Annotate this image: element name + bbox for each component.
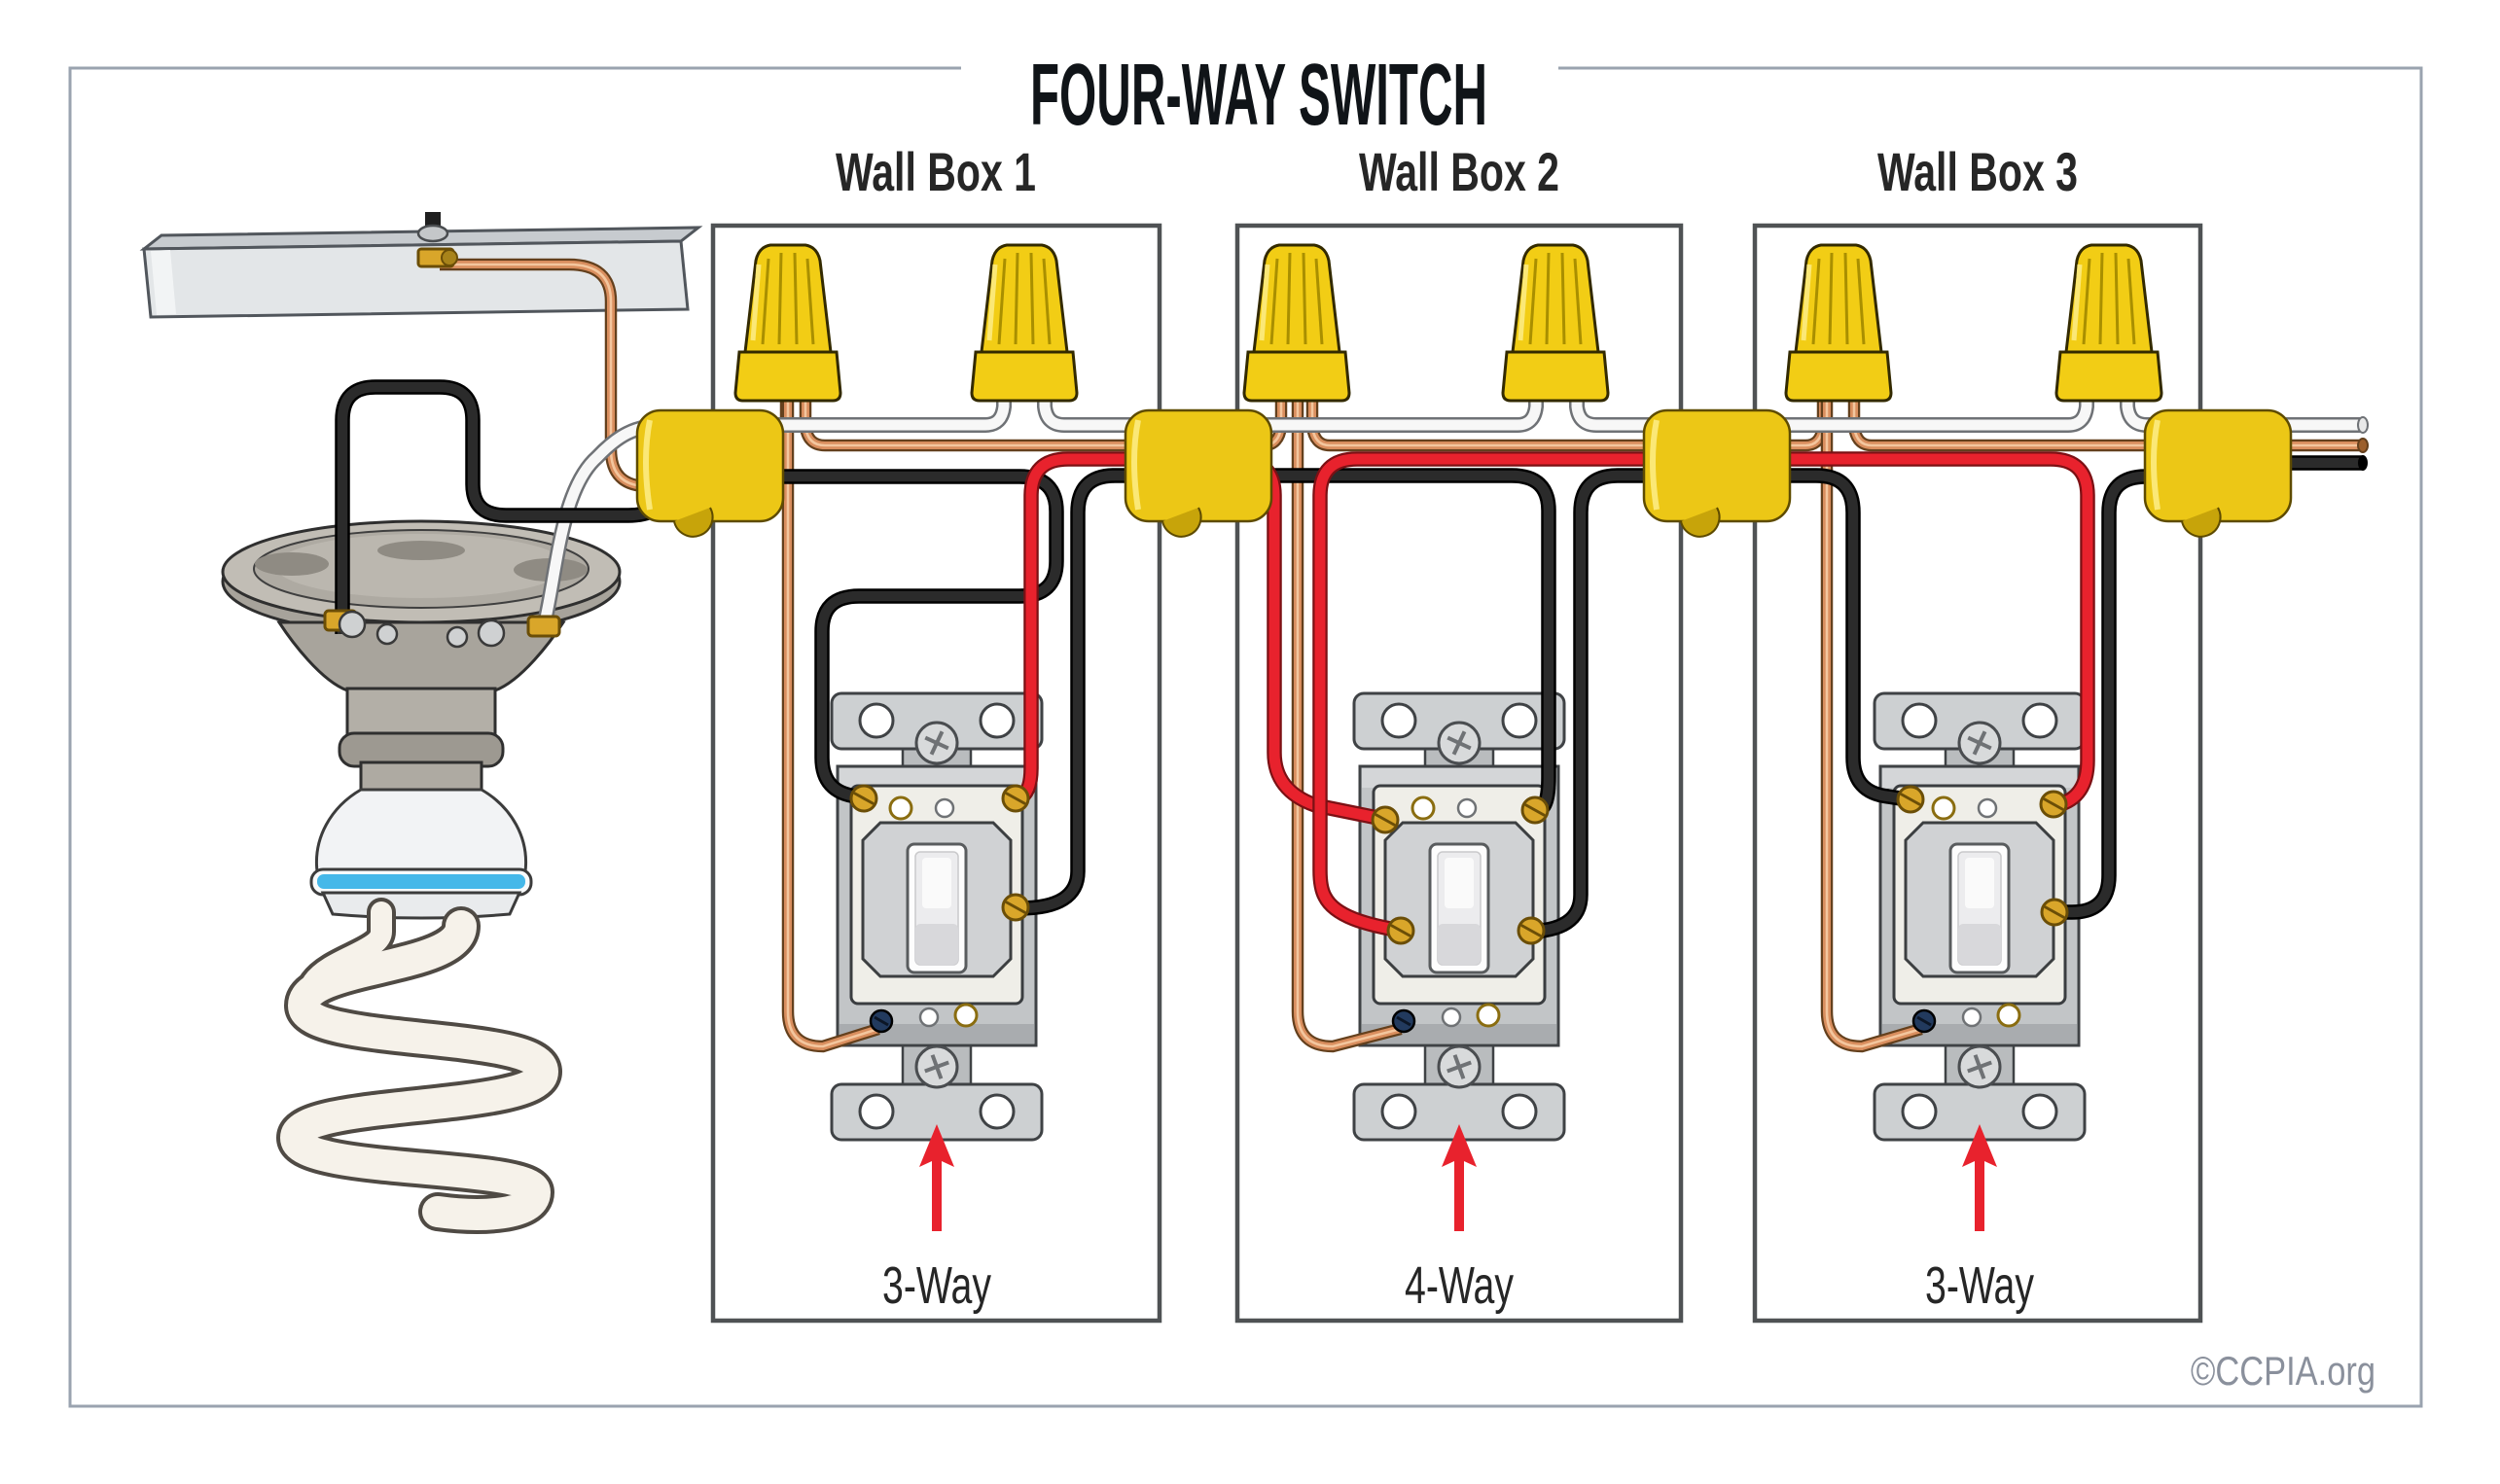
cable-clamp [2143,408,2293,538]
wire-nuts [733,243,2163,403]
supply-cable-cut-ends [2357,416,2369,471]
cfl-spiral-tube [275,898,563,1234]
socket-cylinder [345,687,497,741]
brass-terminal-screw [849,784,2069,945]
title-gap-mask [961,45,1558,91]
socket-collar [359,760,483,794]
wire-nut-ground-3 [1784,243,1893,403]
bracket-bolt [425,212,441,228]
bracket-ground-terminal [416,247,458,268]
up-arrow-icon [1442,1124,1477,1231]
switch-3-type-label: 3-Way [1925,1256,2034,1315]
wall-box-3-label: Wall Box 3 [1877,141,2078,202]
cable-clamp [635,408,785,538]
ground-terminal-screw [869,1008,1937,1034]
up-arrow-icon [1962,1124,1997,1231]
plate-terminal-screws [323,609,561,649]
plate-slot [255,552,329,576]
socket-cone [276,620,566,692]
wire-nut-ground-1 [733,243,842,403]
plate-slot [377,541,465,560]
wire-nut-neutral-1 [970,243,1079,403]
wall-box-1-label: Wall Box 1 [836,141,1036,202]
wire-nut-neutral-2 [1501,243,1610,403]
bracket-nut [416,224,449,243]
bulb-blue-ring [317,874,525,889]
bulb-lip [320,891,522,920]
cable-clamps [635,408,2293,538]
page-title: FOUR-WAY SWITCH [1030,47,1487,144]
switch-1-type-label: 3-Way [882,1256,991,1315]
bulb-base-dome [314,788,528,873]
wall-box-2-label: Wall Box 2 [1359,141,1559,202]
switch-terminal-screws [849,784,2069,1034]
up-arrow-icon [919,1124,954,1231]
bracket-sheen [151,250,176,315]
cfl-bulb [275,788,563,1234]
switch-2-type-label: 4-Way [1405,1256,1514,1315]
switch-pointer-arrows [919,1124,1997,1231]
wire-nut-neutral-3 [2054,243,2163,403]
cable-clamp [1642,408,1792,538]
wire-nut-ground-2 [1242,243,1351,403]
cable-clamp [1124,408,1273,538]
copyright-watermark: ©CCPIA.org [2191,1348,2375,1394]
